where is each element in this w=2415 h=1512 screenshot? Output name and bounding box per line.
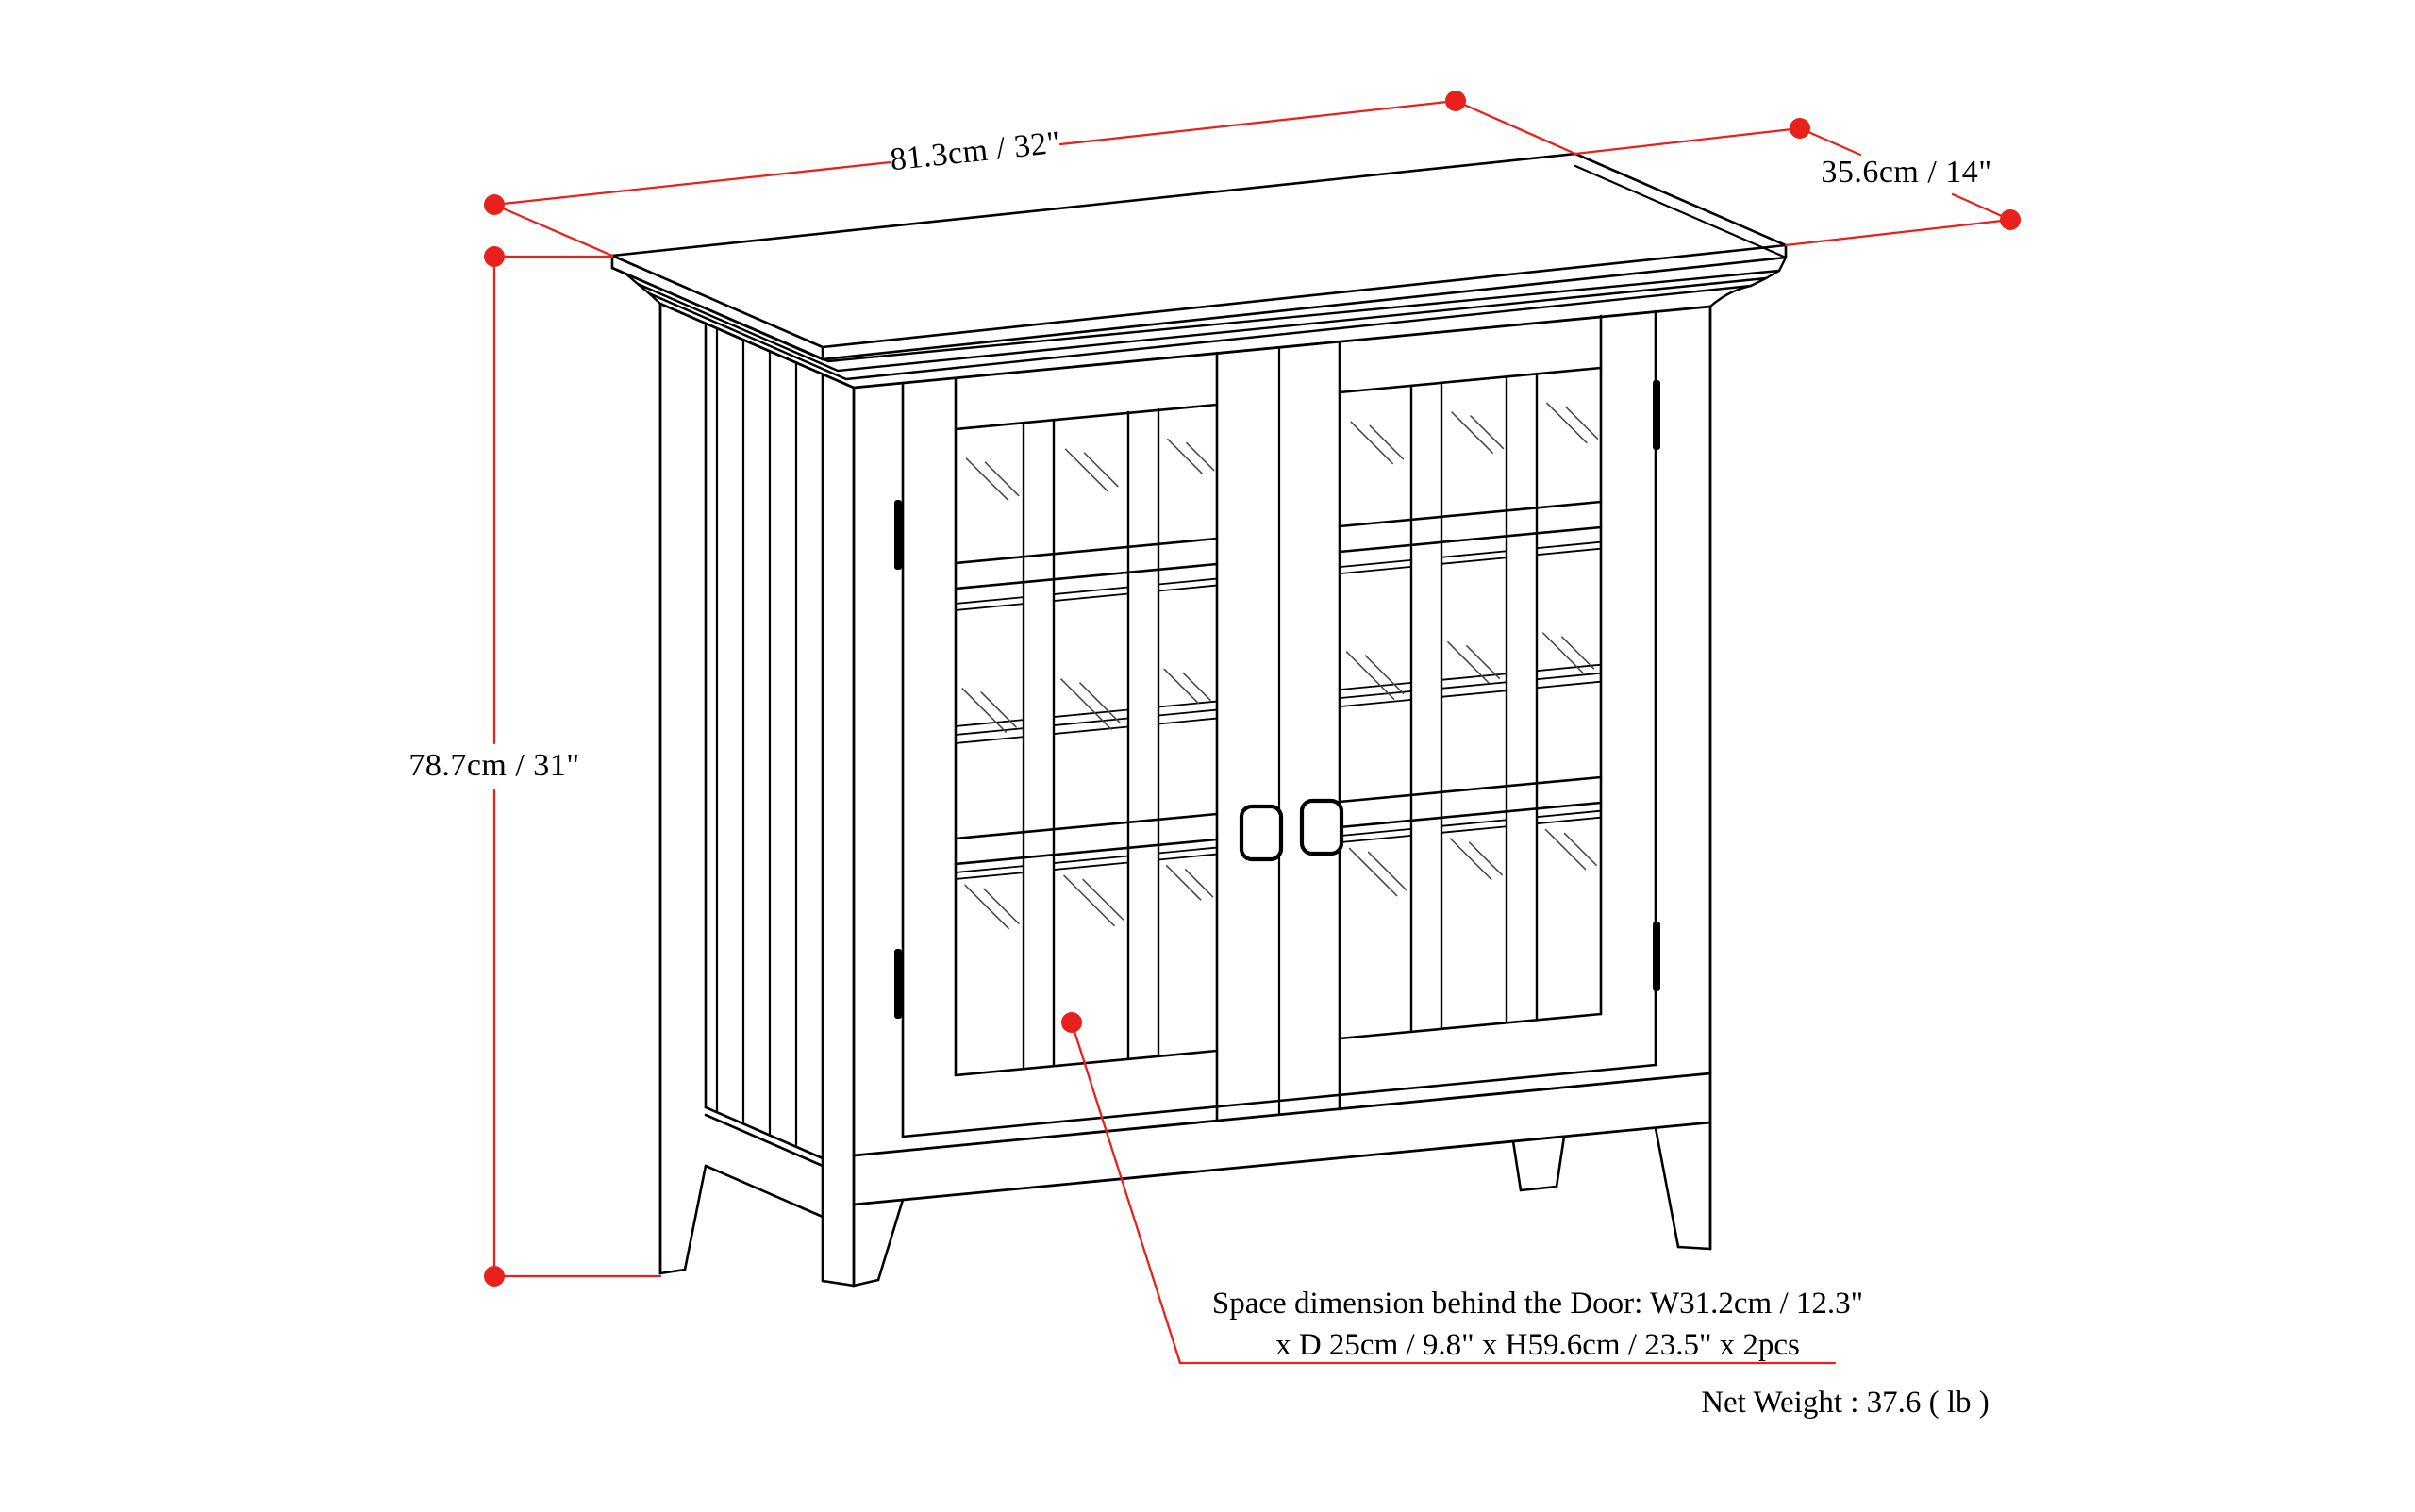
door-space-note: Space dimension behind the Door: W31.2cm… xyxy=(1212,1283,1863,1366)
dimension-lines xyxy=(484,91,2021,1365)
dimension-marker-dot xyxy=(1445,91,1466,111)
dimension-marker-dot xyxy=(2000,209,2021,230)
door-space-note-line2: x D 25cm / 9.8" x H59.6cm / 23.5" x 2pcs xyxy=(1275,1328,1800,1362)
door-space-note-line1: Space dimension behind the Door: W31.2cm… xyxy=(1211,1287,1864,1321)
height-dimension-label: 78.7cm / 31" xyxy=(408,748,580,783)
dimension-marker-dot xyxy=(484,1266,505,1287)
depth-dimension-label: 35.6cm / 14" xyxy=(1821,155,1992,190)
dimension-marker-dot xyxy=(484,246,505,267)
cabinet-line-art xyxy=(610,152,1788,1288)
dimension-marker-dot xyxy=(1061,1012,1082,1033)
dimension-marker-dot xyxy=(484,194,505,215)
dimension-marker-dot xyxy=(1790,118,1810,139)
net-weight-label: Net Weight : 37.6 ( lb ) xyxy=(1701,1386,1990,1420)
